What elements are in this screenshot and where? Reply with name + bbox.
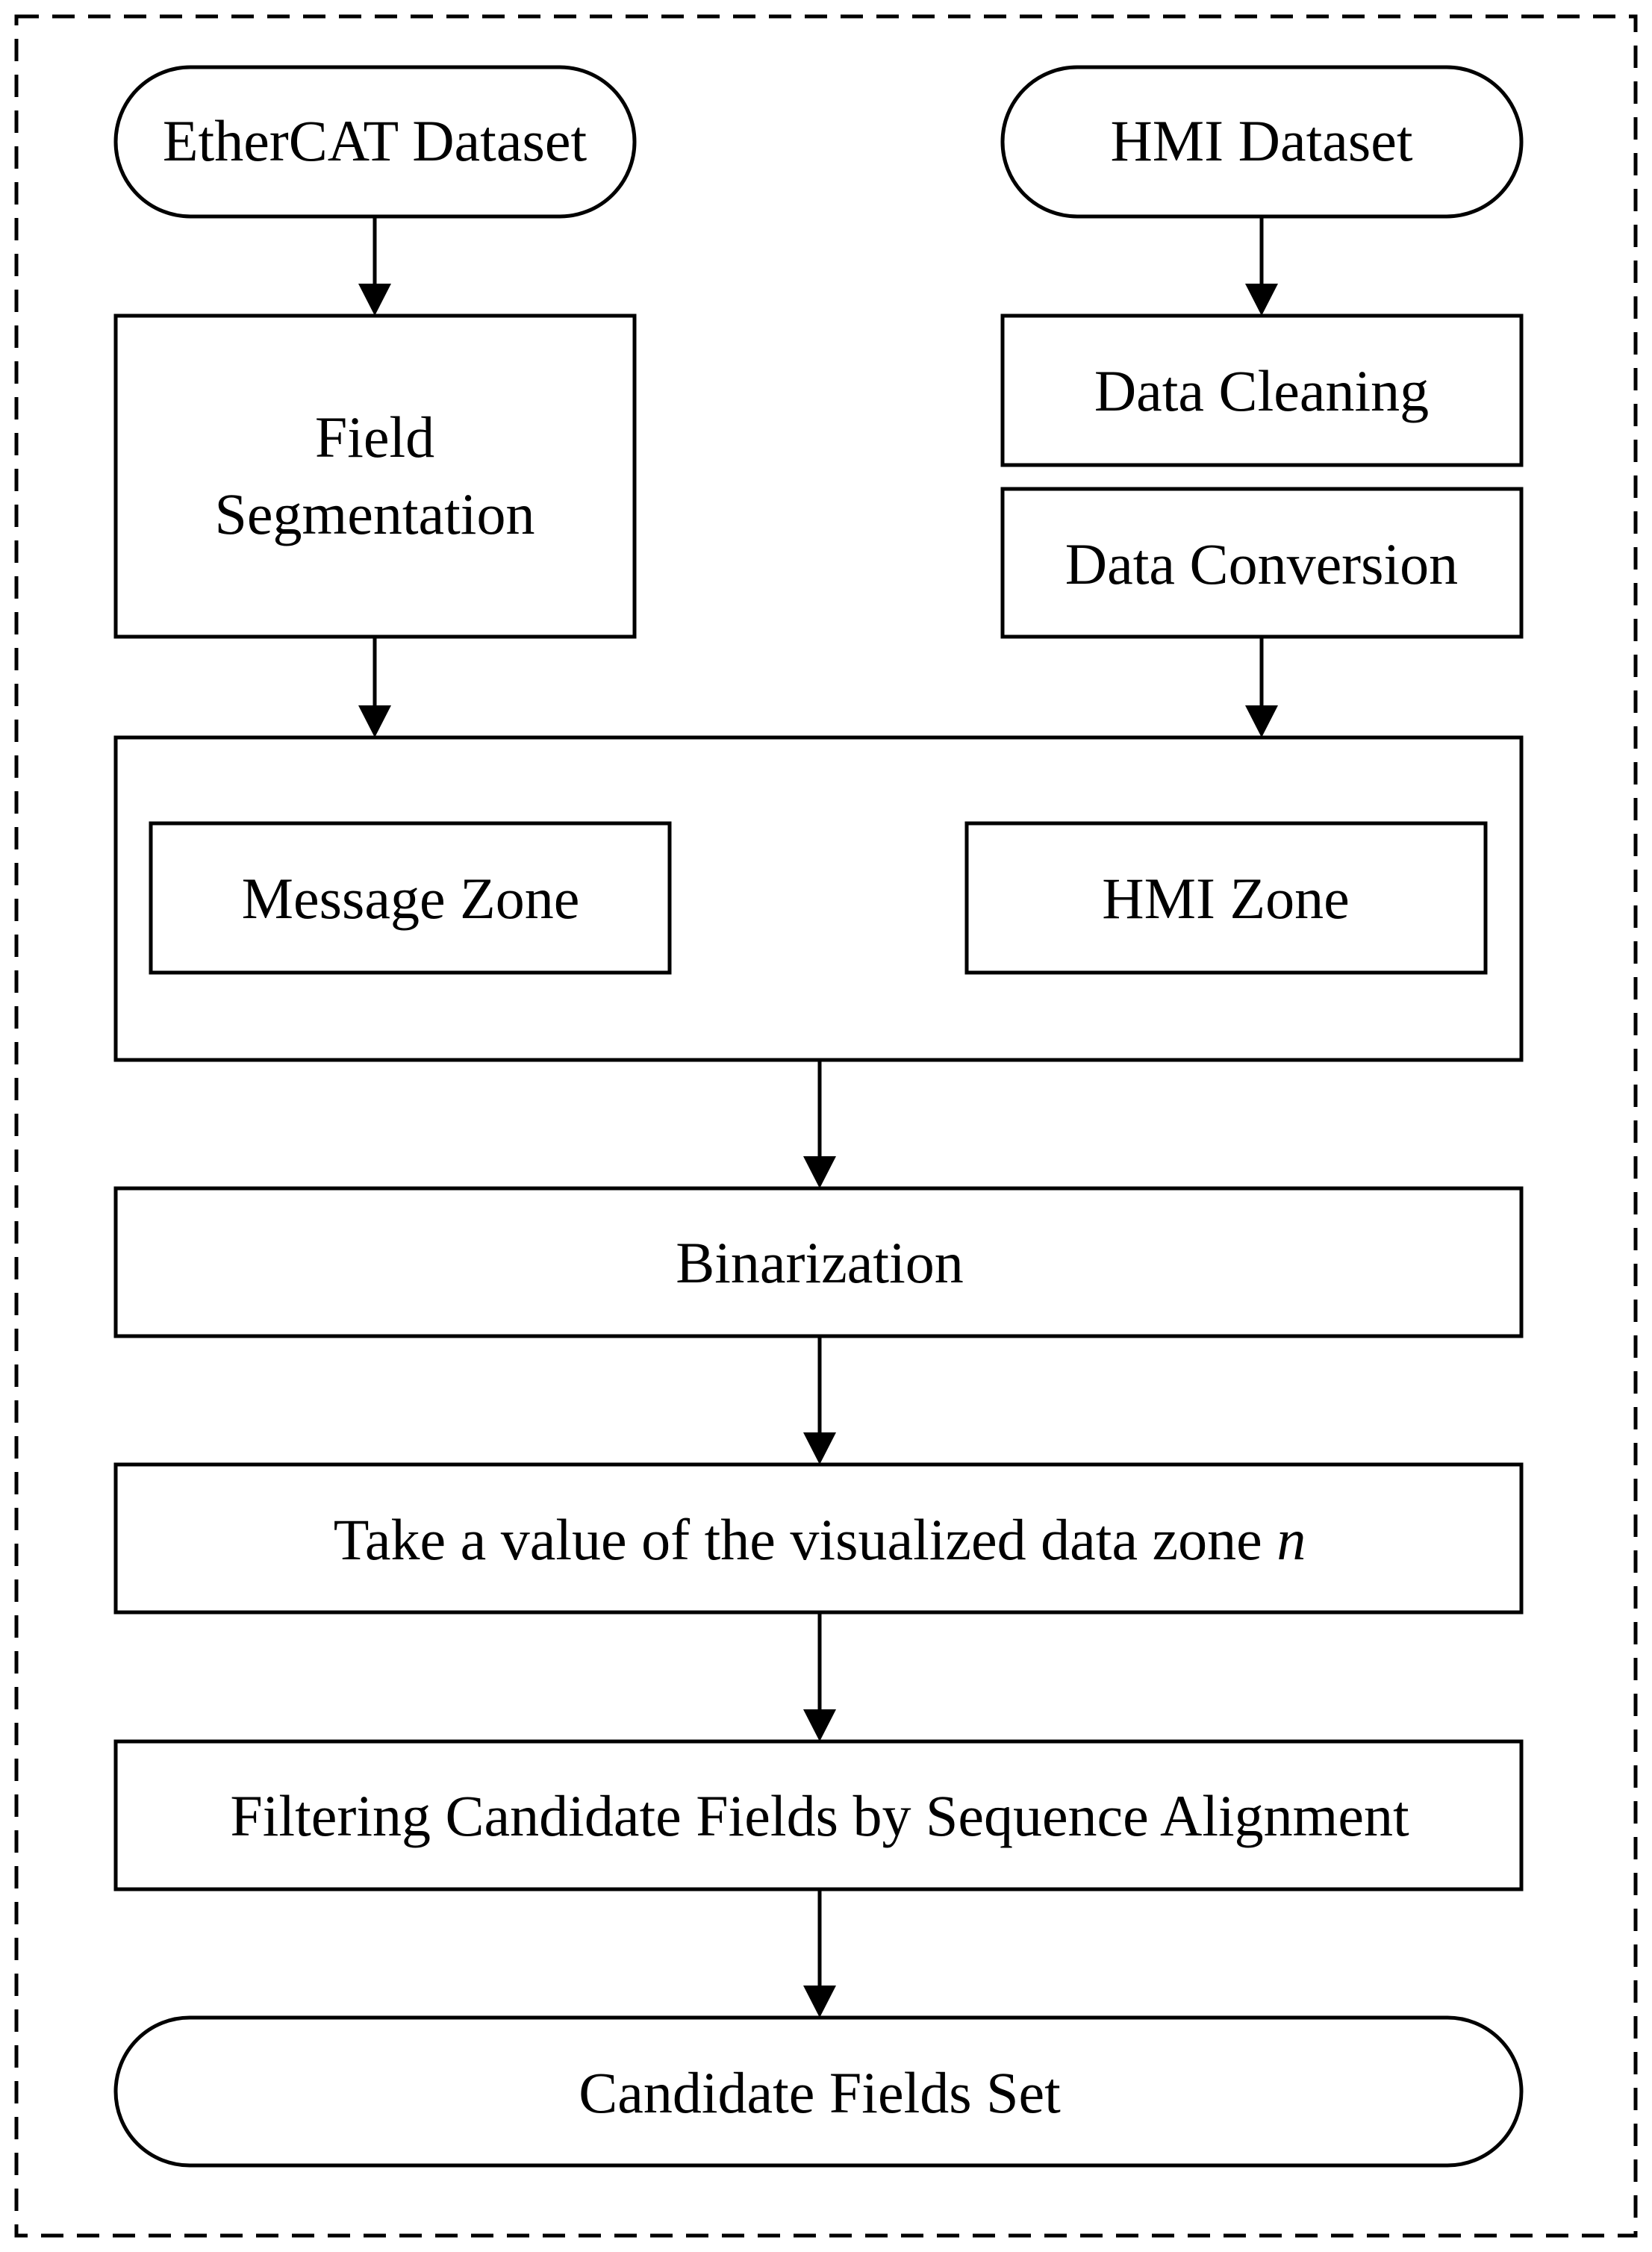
hmi-dataset-node: HMI Dataset	[1000, 65, 1524, 219]
arrow-zones-to-binarization	[803, 1060, 836, 1188]
arrow-hmi-to-cleaning	[1245, 216, 1278, 316]
arrow-conversion-to-zones	[1245, 637, 1278, 737]
hmi-dataset-label: HMI Dataset	[1110, 108, 1412, 173]
arrow-filtering-to-candidate-set	[803, 1889, 836, 2018]
data-conversion-label: Data Conversion	[1065, 531, 1458, 596]
arrow-binarization-to-take-value	[803, 1336, 836, 1465]
hmi-zone-node: HMI Zone	[964, 821, 1488, 975]
take-value-node: Take a value of the visualized data zone…	[113, 1462, 1524, 1615]
filtering-label: Filtering Candidate Fields by Sequence A…	[230, 1783, 1409, 1848]
take-value-label: Take a value of the visualized data zone…	[334, 1507, 1306, 1572]
ethercat-dataset-label: EtherCAT Dataset	[163, 108, 587, 173]
message-zone-node: Message Zone	[149, 821, 672, 975]
candidate-fields-set-node: Candidate Fields Set	[113, 2015, 1524, 2168]
field-segmentation-node: Field Segmentation	[113, 314, 637, 639]
data-cleaning-label: Data Cleaning	[1094, 358, 1429, 423]
arrow-take-value-to-filtering	[803, 1612, 836, 1741]
take-value-text: Take a value of the visualized data zone	[334, 1507, 1277, 1572]
data-conversion-node: Data Conversion	[1000, 487, 1524, 639]
outer-frame	[14, 14, 1638, 2238]
ethercat-dataset-node: EtherCAT Dataset	[113, 65, 637, 219]
arrow-ethercat-to-segmentation	[358, 216, 391, 316]
candidate-fields-set-label: Candidate Fields Set	[579, 2060, 1061, 2125]
hmi-zone-label: HMI Zone	[1102, 866, 1349, 931]
binarization-node: Binarization	[113, 1186, 1524, 1338]
arrow-segmentation-to-zones	[358, 637, 391, 737]
field-segmentation-label-line1: Field	[315, 405, 434, 470]
take-value-variable: n	[1277, 1507, 1306, 1572]
field-segmentation-label-line2: Segmentation	[215, 481, 535, 546]
filtering-node: Filtering Candidate Fields by Sequence A…	[113, 1739, 1524, 1891]
binarization-label: Binarization	[676, 1230, 964, 1295]
message-zone-label: Message Zone	[242, 866, 580, 931]
data-cleaning-node: Data Cleaning	[1000, 314, 1524, 467]
